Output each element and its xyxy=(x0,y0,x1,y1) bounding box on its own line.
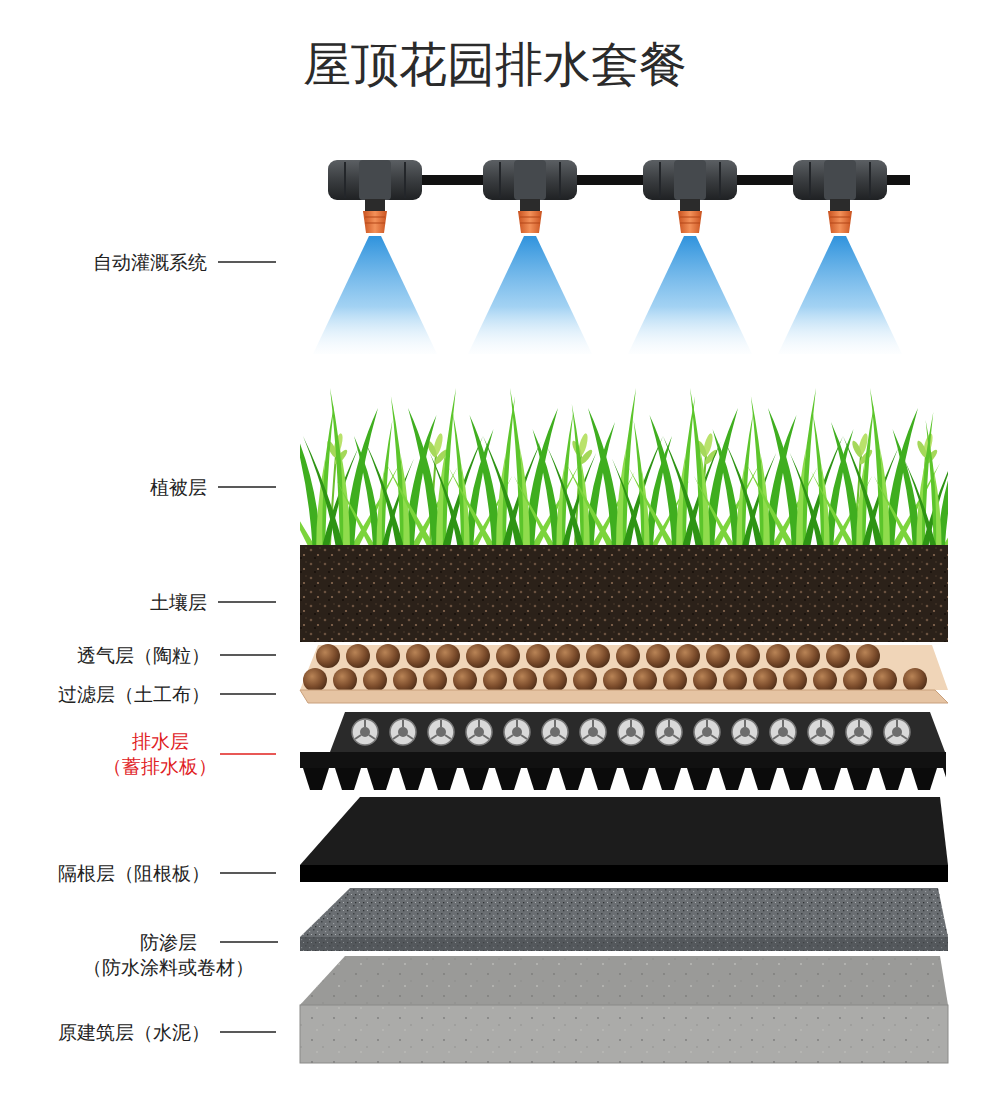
layer-label: 土壤层 xyxy=(150,590,207,615)
leader-line xyxy=(220,872,276,874)
grass-clump xyxy=(904,420,948,548)
concrete-top xyxy=(300,956,948,1005)
concrete-texture xyxy=(300,956,948,1005)
layer-label: 透气层（陶粒） xyxy=(77,643,210,668)
vegetation xyxy=(300,388,948,548)
concrete-front xyxy=(300,1005,948,1063)
layer-label: 原建筑层（水泥） xyxy=(58,1020,210,1045)
soil-layer xyxy=(300,545,948,642)
leader-line xyxy=(218,601,276,603)
drainage-board xyxy=(330,712,945,752)
layer-label: 防渗层 （防水涂料或卷材） xyxy=(61,930,276,980)
clay-pebbles xyxy=(313,643,883,669)
leader-line xyxy=(218,486,276,488)
leader-line xyxy=(218,261,276,263)
leader-line xyxy=(220,693,276,695)
root-barrier xyxy=(300,797,948,865)
leader-lines xyxy=(218,262,278,1032)
clay-pebbles xyxy=(300,667,930,693)
waterproof-edge xyxy=(300,937,948,951)
leader-line xyxy=(220,1031,276,1033)
layer-label: 排水层 （蓄排水板） xyxy=(85,729,235,779)
soil-texture xyxy=(300,545,948,642)
drainage-holes xyxy=(346,712,916,752)
leader-line xyxy=(220,753,276,755)
sprinkler-head xyxy=(468,160,592,354)
sprinkler-head xyxy=(628,160,752,354)
concrete-front-texture xyxy=(300,1005,948,1063)
layer-label: 植被层 xyxy=(150,475,207,500)
leader-line xyxy=(220,654,276,656)
waterproof-edge-texture xyxy=(300,937,948,951)
waterproof-texture xyxy=(300,888,948,937)
drainage-board-edge xyxy=(300,752,946,768)
diagram-title: 屋顶花园排水套餐 xyxy=(0,34,990,94)
sprinkler-head xyxy=(778,160,902,354)
drainage-cups xyxy=(300,768,946,790)
leader-line xyxy=(220,941,278,943)
geotextile-layer xyxy=(300,690,948,703)
sprinkler-head xyxy=(313,160,437,354)
layer-label: 过滤层（土工布） xyxy=(58,682,210,707)
waterproof-layer xyxy=(300,888,948,937)
layer-label: 自动灌溉系统 xyxy=(93,250,207,275)
layer-label: 隔根层（阻根板） xyxy=(58,861,210,886)
root-barrier-edge xyxy=(300,865,948,882)
